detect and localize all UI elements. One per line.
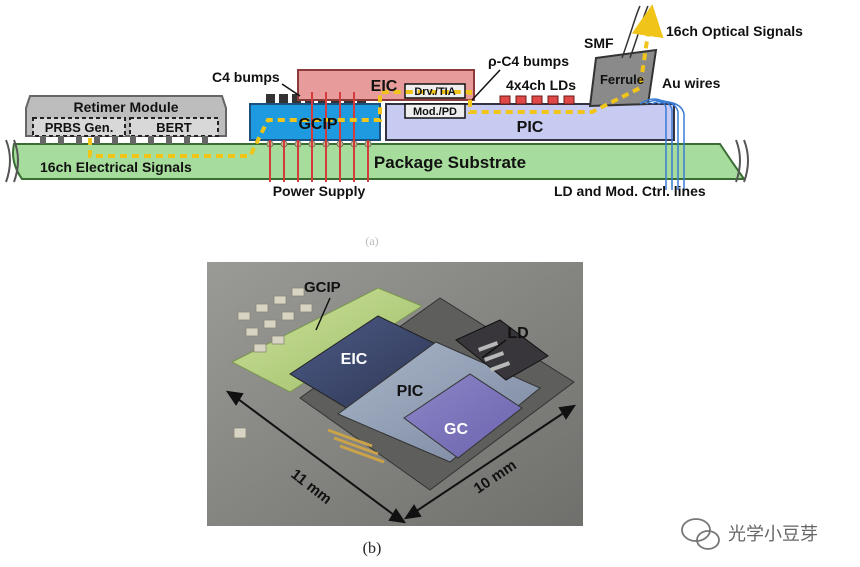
signal-path (88, 4, 664, 158)
bert-label: BERT (156, 120, 191, 135)
ferrule-label: Ferrule (600, 72, 644, 87)
mod-pd-box (404, 103, 466, 119)
watermark-text: 光学小豆芽 (728, 524, 818, 545)
rho-c4-leader (471, 69, 501, 101)
dim-11mm-arrow (225, 390, 407, 524)
retimer-pins (40, 136, 208, 144)
photo-gcip-leader (315, 297, 331, 331)
module-photo: GCIP EIC LD PIC GC 11 mm 10 mm (207, 262, 583, 526)
wechat-icon (681, 518, 720, 550)
ld-bars (478, 341, 511, 372)
green-carrier (230, 287, 424, 393)
au-wires (639, 98, 685, 190)
c4-bumps-leader (281, 83, 301, 97)
right-break-mark (735, 139, 749, 183)
photo-gc-label: GC (444, 421, 468, 438)
subfig-a-label: (a) (365, 234, 378, 248)
photo-gcip-label: GCIP (304, 279, 341, 296)
prbs-label: PRBS Gen. (45, 120, 114, 135)
smf-fiber (621, 5, 649, 59)
ld-array (499, 95, 575, 105)
subfig-b-label: (b) (363, 540, 382, 557)
dim-10mm-arrow (403, 404, 577, 520)
rho-c4-label: ρ-C4 bumps (488, 53, 569, 69)
ferrule (588, 48, 658, 108)
package-diagram: Retimer Module PRBS Gen. BERT 16ch Elect… (5, 4, 803, 248)
optical-signals-label: 16ch Optical Signals (666, 23, 803, 39)
c4-bumps-label: C4 bumps (212, 69, 280, 85)
electrical-signals-label: 16ch Electrical Signals (40, 159, 192, 175)
mod-pd-label: Mod./PD (413, 106, 457, 118)
photo-eic-label: EIC (341, 351, 368, 368)
photo-ld-label: LD (507, 325, 528, 342)
retimer-module-label: Retimer Module (73, 99, 178, 115)
au-wires-label: Au wires (662, 75, 721, 91)
bert-box (129, 117, 219, 137)
gc-chip (403, 373, 523, 459)
photo-pic-label: PIC (397, 383, 424, 400)
pic-label: PIC (517, 119, 544, 136)
ld-mod-lines-label: LD and Mod. Ctrl. lines (554, 183, 706, 199)
smf-label: SMF (584, 35, 614, 51)
package-substrate-label: Package Substrate (374, 153, 526, 172)
watermark: 光学小豆芽 (681, 518, 818, 550)
power-vias (269, 92, 369, 182)
leads (327, 428, 385, 464)
lds-label: 4x4ch LDs (506, 77, 576, 93)
drv-tia-label: Drv./TIA (414, 86, 455, 98)
eic-label: EIC (371, 78, 398, 95)
left-break-mark (5, 139, 19, 183)
ld-region (455, 319, 549, 381)
photo-ld-leader (481, 339, 507, 359)
passive-components (233, 287, 313, 439)
power-supply-label: Power Supply (273, 183, 366, 199)
gcip-label: GCIP (298, 116, 337, 133)
